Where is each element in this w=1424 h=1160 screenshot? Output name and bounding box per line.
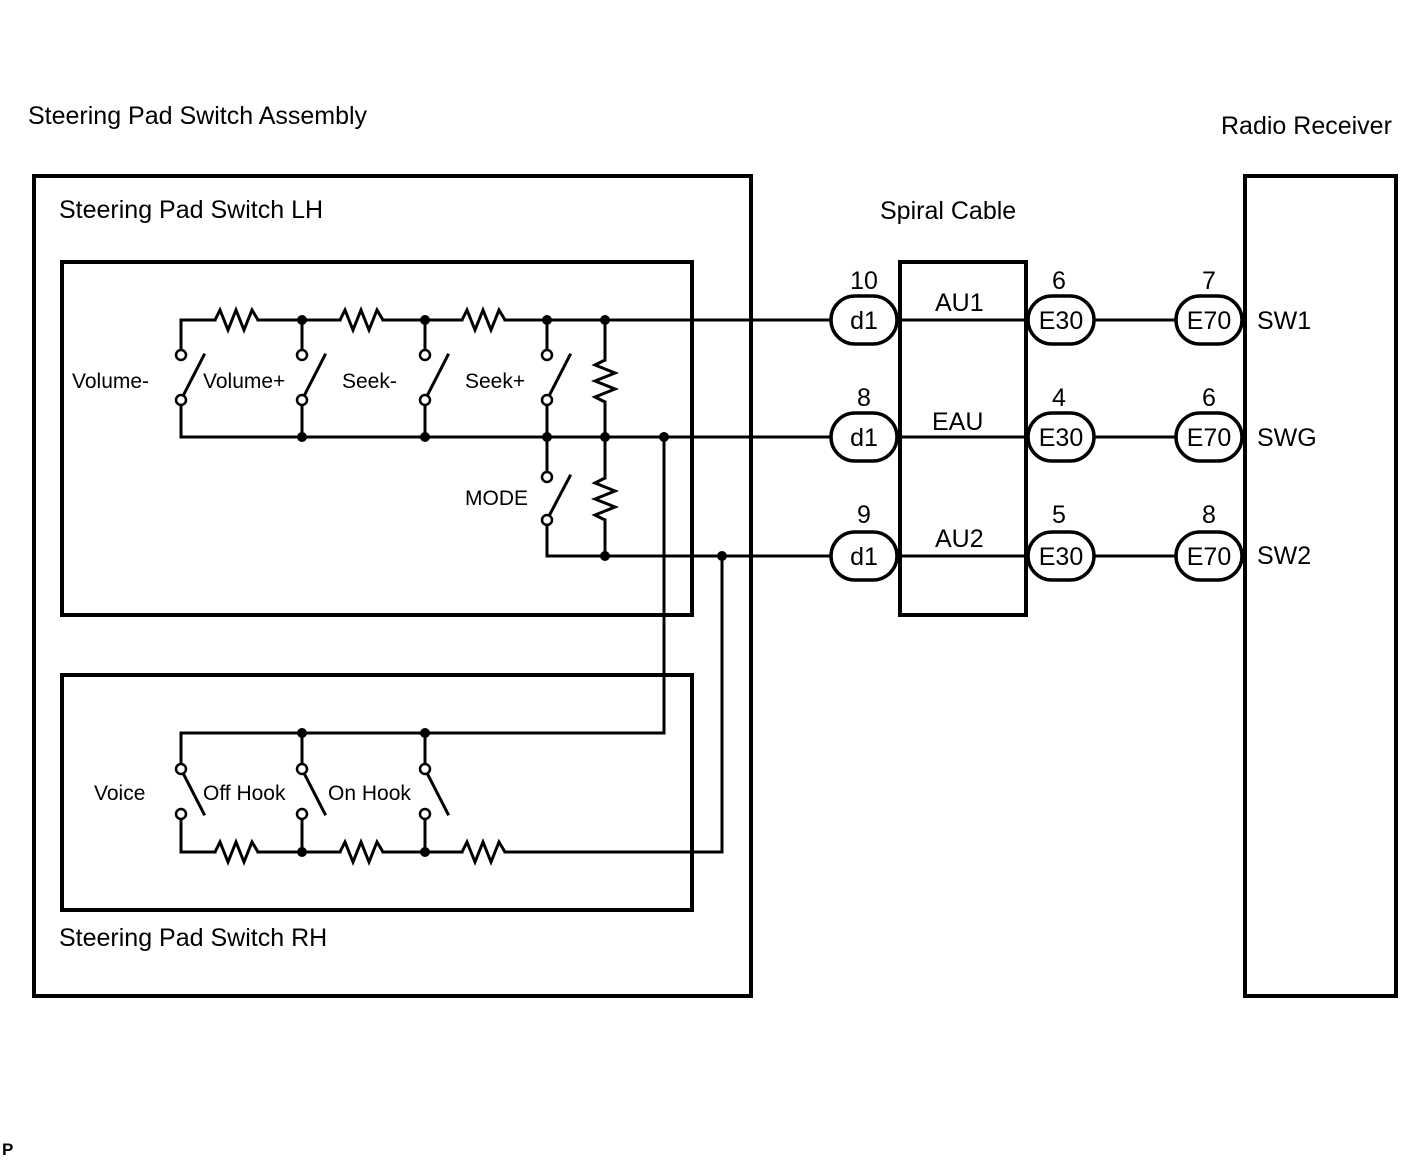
pin-d1-sw1: 10 (850, 267, 878, 295)
rh-bottom-rail (179, 812, 507, 867)
radio-receiver-title: Radio Receiver (1221, 112, 1392, 140)
connector-e30-swg (1026, 411, 1096, 463)
svg-text:d1: d1 (850, 424, 878, 452)
terminal-sw2: SW2 (1257, 542, 1311, 570)
connector-row-sw1: 10 d1 6 E30 7 E70 (829, 267, 1244, 346)
rh-title: Steering Pad Switch RH (59, 924, 327, 952)
pin-e70-swg: 6 (1202, 384, 1216, 412)
label-on-hook: On Hook (328, 782, 411, 805)
pin-e30-sw1: 6 (1052, 267, 1066, 295)
rh-au2-link (503, 554, 724, 854)
svg-text:E70: E70 (1187, 307, 1231, 335)
connector-e70-swg (1174, 411, 1244, 463)
svg-text:E30: E30 (1039, 424, 1083, 452)
svg-text:E70: E70 (1187, 543, 1231, 571)
connector-e70-sw1 (1174, 294, 1244, 346)
switch-seek-plus (540, 348, 573, 407)
lh-top-rail (179, 305, 834, 357)
svg-text:E70: E70 (1187, 424, 1231, 452)
label-seek-plus: Seek+ (465, 370, 525, 393)
label-volume-plus: Volume+ (203, 370, 285, 393)
connector-d1-sw1 (829, 294, 899, 346)
pin-d1-sw2: 9 (857, 501, 871, 529)
switch-volume-minus (174, 348, 207, 407)
signal-eau: EAU (932, 408, 983, 436)
switch-mode (540, 470, 573, 527)
switch-voice (174, 762, 207, 821)
switch-off-hook (295, 762, 328, 821)
connector-row-sw2: 9 d1 5 E30 8 E70 (829, 501, 1244, 582)
switch-seek-minus (418, 348, 451, 407)
lh-title: Steering Pad Switch LH (59, 196, 323, 224)
label-volume-minus: Volume- (72, 370, 149, 393)
terminal-sw1: SW1 (1257, 307, 1311, 335)
label-seek-minus: Seek- (342, 370, 397, 393)
connector-d1-sw2 (829, 530, 899, 582)
label-voice: Voice (94, 782, 145, 805)
radio-receiver-box (1243, 174, 1398, 998)
terminal-swg: SWG (1257, 424, 1317, 452)
pin-e70-sw2: 8 (1202, 501, 1216, 529)
pin-e30-swg: 4 (1052, 384, 1066, 412)
connector-d1-swg (829, 411, 899, 463)
svg-text:d1: d1 (850, 307, 878, 335)
spiral-cable-title: Spiral Cable (880, 197, 1016, 225)
steering-pad-switch-rh-box (60, 673, 694, 912)
connector-e70-sw2 (1174, 530, 1244, 582)
pin-e30-sw2: 5 (1052, 501, 1066, 529)
connector-e30-sw2 (1026, 530, 1096, 582)
switch-volume-plus (295, 348, 328, 407)
connector-row-swg: 8 d1 4 E30 6 E70 (829, 384, 1244, 463)
label-off-hook: Off Hook (203, 782, 286, 805)
svg-text:E30: E30 (1039, 543, 1083, 571)
svg-text:E30: E30 (1039, 307, 1083, 335)
steering-pad-switch-assembly-box (32, 174, 753, 998)
assembly-title: Steering Pad Switch Assembly (28, 102, 368, 130)
pin-d1-swg: 8 (857, 384, 871, 412)
label-mode: MODE (465, 487, 528, 510)
connector-e30-sw1 (1026, 294, 1096, 346)
rh-ground-link (179, 435, 666, 771)
signal-au2: AU2 (935, 525, 984, 553)
pin-e70-sw1: 7 (1202, 267, 1216, 295)
signal-au1: AU1 (935, 289, 984, 317)
switch-on-hook (418, 762, 451, 821)
svg-text:d1: d1 (850, 543, 878, 571)
footer-code: P (2, 1140, 13, 1159)
